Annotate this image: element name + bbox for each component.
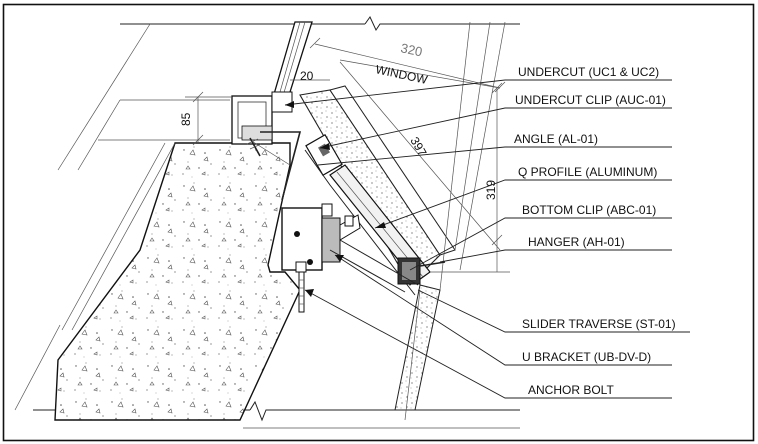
dim-320: 320 WINDOW xyxy=(309,37,506,93)
dim-319: 319 xyxy=(430,82,510,273)
dim-85-label: 85 xyxy=(179,112,193,126)
label-undercut-clip: UNDERCUT CLIP (AUC-01) xyxy=(515,93,666,107)
plaster-lines xyxy=(61,142,176,331)
label-anchor-bolt: ANCHOR BOLT xyxy=(528,383,614,397)
label-u-bracket: U BRACKET (UB-DV-D) xyxy=(522,350,651,364)
label-undercut: UNDERCUT (UC1 & UC2) xyxy=(518,65,659,79)
label-bottom-clip: BOTTOM CLIP (ABC-01) xyxy=(522,203,656,217)
fixing-screw xyxy=(246,137,262,157)
concrete-slab xyxy=(54,142,301,421)
dim-85: 85 xyxy=(179,91,232,146)
hanger-block xyxy=(397,257,446,285)
label-angle: ANGLE (AL-01) xyxy=(514,132,598,146)
cladding-band xyxy=(394,21,506,421)
callout-labels: UNDERCUT (UC1 & UC2) UNDERCUT CLIP (AUC-… xyxy=(514,65,676,397)
anchor-bolt xyxy=(295,261,307,313)
left-slant-lines xyxy=(14,23,151,411)
top-building-lines xyxy=(98,16,520,141)
angle-undercut xyxy=(249,131,416,296)
label-slider-traverse: SLIDER TRAVERSE (ST-01) xyxy=(522,317,676,331)
label-hanger: HANGER (AH-01) xyxy=(528,235,625,249)
dim-20-label: 20 xyxy=(300,69,314,83)
dim-320-label: 320 xyxy=(399,40,423,59)
drawing-border xyxy=(2,3,755,442)
window-label: WINDOW xyxy=(374,62,429,87)
insulation-band xyxy=(299,85,456,286)
leader-lines xyxy=(284,79,690,399)
window-frame xyxy=(231,21,313,145)
dim-319-label: 319 xyxy=(484,180,498,200)
label-q-profile: Q PROFILE (ALUMINUM) xyxy=(518,165,657,179)
dim-20: 20 xyxy=(290,69,330,83)
u-bracket xyxy=(281,203,361,271)
